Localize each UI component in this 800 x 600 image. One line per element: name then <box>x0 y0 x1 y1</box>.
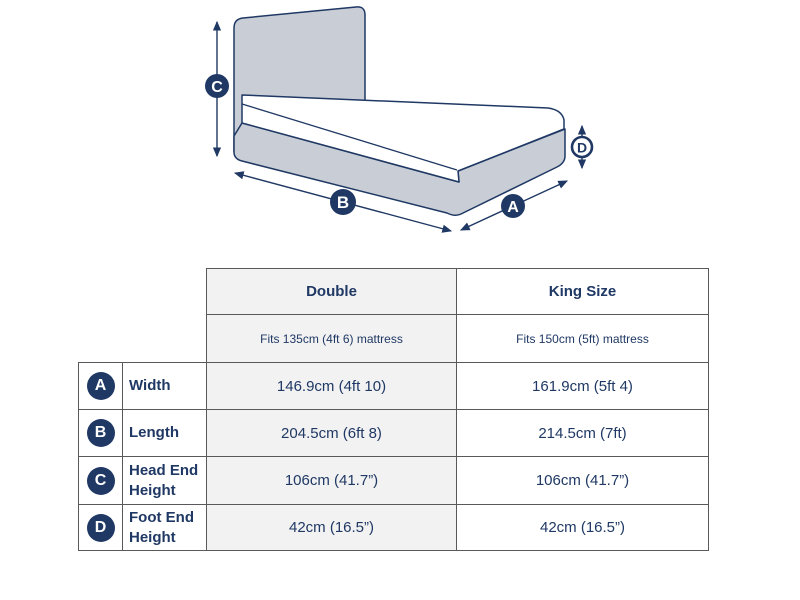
badge-cell-width: A <box>78 362 123 410</box>
badge-cell-foot-height: D <box>78 504 123 551</box>
badge-a: A <box>86 372 115 400</box>
cell-foot-height-double: 42cm (16.5”) <box>206 504 457 551</box>
column-header-king: King Size <box>456 268 709 315</box>
cell-length-king: 214.5cm (7ft) <box>456 409 709 457</box>
subheader-spacer <box>79 315 207 363</box>
bed-dimensions-diagram: C B A D <box>205 6 594 233</box>
cell-head-height-double: 106cm (41.7”) <box>206 456 457 505</box>
cell-width-king: 161.9cm (5ft 4) <box>456 362 709 410</box>
cell-head-height-king: 106cm (41.7”) <box>456 456 709 505</box>
svg-text:A: A <box>507 199 519 216</box>
table-row-foot-end-height: D Foot End Height 42cm (16.5”) 42cm (16.… <box>78 504 709 551</box>
badge-cell-length: B <box>78 409 123 457</box>
row-label-head-height: Head End Height <box>122 456 207 505</box>
mattress-fit-king: Fits 150cm (5ft) mattress <box>456 314 709 363</box>
badge-cell-head-height: C <box>78 456 123 505</box>
svg-text:D: D <box>577 140 587 156</box>
cell-foot-height-king: 42cm (16.5”) <box>456 504 709 551</box>
mattress-fit-double: Fits 135cm (4ft 6) mattress <box>206 314 457 363</box>
row-label-foot-height: Foot End Height <box>122 504 207 551</box>
size-table: Double King Size Fits 135cm (4ft 6) matt… <box>78 268 709 551</box>
badge-d: D <box>86 513 115 542</box>
dimension-badge-foot-height: D <box>570 135 594 159</box>
svg-text:B: B <box>337 193 349 212</box>
mattress-top-front-edge <box>241 103 458 171</box>
cell-length-double: 204.5cm (6ft 8) <box>206 409 457 457</box>
row-label-length: Length <box>122 409 207 457</box>
mattress-shape <box>241 94 565 183</box>
dimension-badge-length: B <box>330 189 356 215</box>
badge-b: B <box>86 419 115 447</box>
table-row-width: A Width 146.9cm (4ft 10) 161.9cm (5ft 4) <box>78 362 709 410</box>
dimension-badge-width: A <box>501 194 525 218</box>
badge-c: C <box>86 466 115 495</box>
header-spacer <box>79 269 207 315</box>
column-header-double: Double <box>206 268 457 315</box>
svg-text:C: C <box>211 79 223 96</box>
dimension-badge-head-height: C <box>205 74 229 98</box>
table-row-length: B Length 204.5cm (6ft 8) 214.5cm (7ft) <box>78 409 709 457</box>
cell-width-double: 146.9cm (4ft 10) <box>206 362 457 410</box>
table-row-head-end-height: C Head End Height 106cm (41.7”) 106cm (4… <box>78 456 709 505</box>
table-subheader-row: Fits 135cm (4ft 6) mattress Fits 150cm (… <box>79 314 709 363</box>
row-label-width: Width <box>122 362 207 410</box>
table-header-row: Double King Size <box>79 268 709 315</box>
